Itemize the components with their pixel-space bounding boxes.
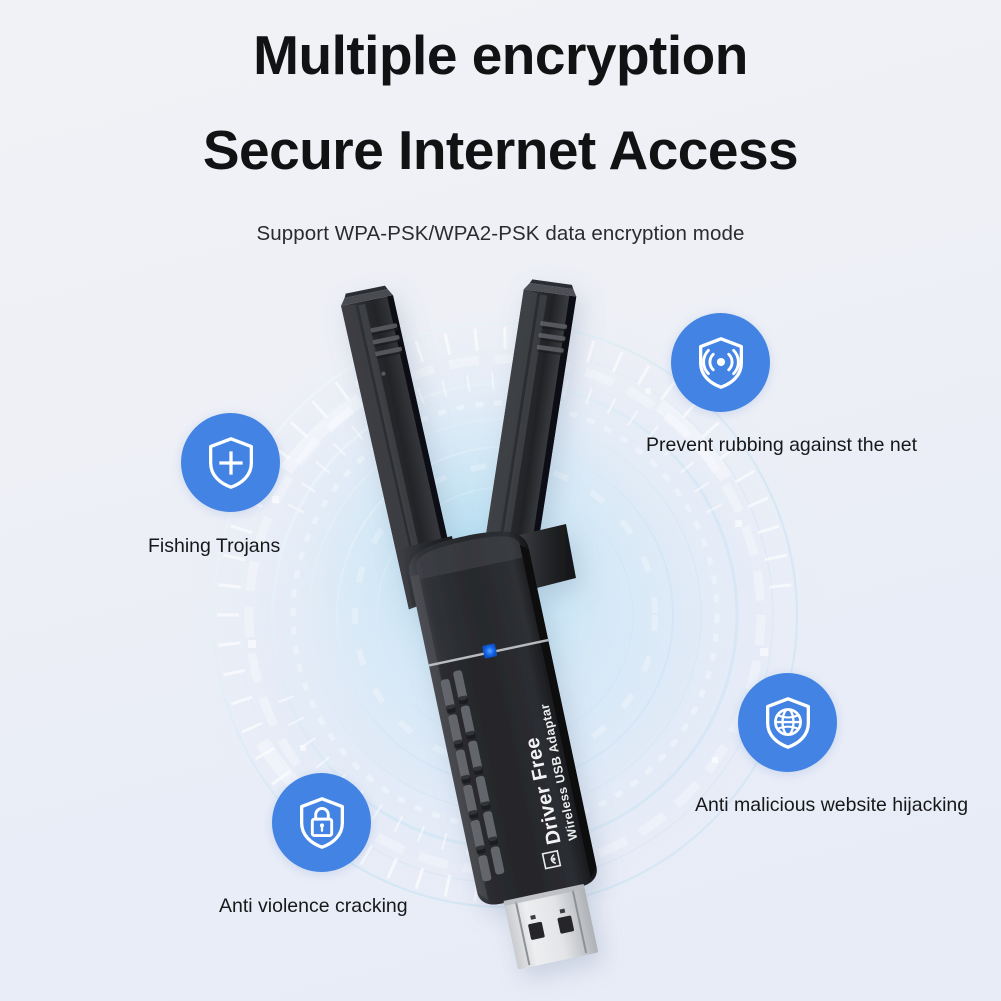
product-label-line-1: Driver Free (521, 735, 565, 846)
led-indicator (482, 643, 498, 659)
headline-line-1: Multiple encryption (253, 24, 748, 86)
feature-anti-violence-cracking[interactable]: Anti violence cracking (219, 773, 408, 918)
headline-line-2: Secure Internet Access (202, 119, 799, 181)
antenna-right (478, 279, 577, 587)
feature-icon-circle (671, 313, 770, 412)
antenna-hinge-block (402, 524, 576, 606)
feature-icon-circle (181, 413, 280, 512)
feature-label: Fishing Trojans (148, 535, 281, 557)
feature-anti-hijacking[interactable]: Anti malicious website hijacking (695, 673, 968, 817)
product-label: Driver Free Wireless USB Adaptar (521, 702, 581, 870)
shield-globe-icon (765, 696, 810, 749)
feature-prevent-rubbing[interactable]: Prevent rubbing against the net (646, 313, 917, 457)
antenna-left (341, 285, 460, 610)
usb-a-connector (503, 883, 598, 970)
wifi-badge-icon (541, 849, 562, 870)
feature-label: Anti violence cracking (219, 895, 408, 917)
feature-icon-circle (738, 673, 837, 772)
feature-label: Prevent rubbing against the net (646, 434, 918, 456)
headline-block: Multiple encryption Secure Internet Acce… (0, 28, 1001, 178)
adapter-body: Driver Free Wireless USB Adaptar (408, 531, 598, 970)
subtitle: Support WPA-PSK/WPA2-PSK data encryption… (256, 222, 745, 245)
shield-signal-icon (698, 336, 743, 389)
product-label-line-2: Wireless USB Adaptar (538, 702, 581, 841)
feature-icon-circle (272, 773, 371, 872)
vent-slots (440, 670, 505, 882)
shield-lock-icon (299, 796, 344, 849)
feature-fishing-trojans[interactable]: Fishing Trojans (148, 413, 280, 558)
feature-label: Anti malicious website hijacking (695, 794, 969, 816)
shield-plus-icon (208, 436, 253, 489)
